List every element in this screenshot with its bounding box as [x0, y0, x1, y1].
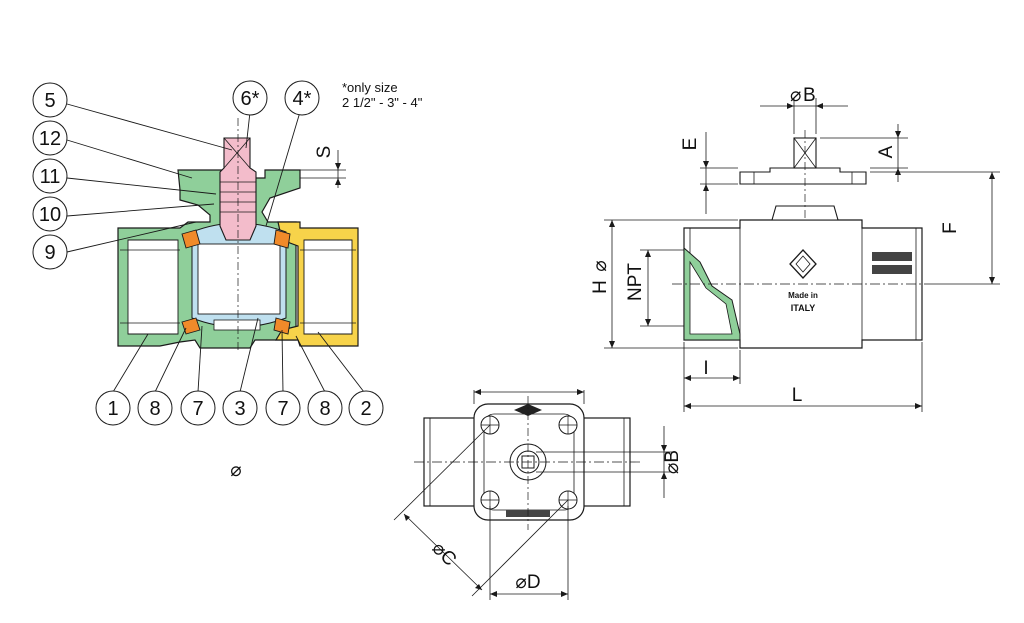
- dim-B-side-letter: B: [662, 450, 683, 463]
- balloon-9: 9: [32, 234, 68, 270]
- svg-text:5: 5: [44, 90, 55, 112]
- insert-bore: [303, 239, 353, 335]
- dim-B-top: B: [803, 85, 816, 106]
- balloon-12: 12: [32, 120, 68, 156]
- svg-text:11: 11: [40, 166, 61, 188]
- logo-icon: [789, 249, 817, 279]
- svg-text:9: 9: [44, 242, 55, 264]
- note-line-2: 2 1/2" - 3" - 4": [342, 95, 423, 110]
- dim-B-side: ⌀B: [662, 450, 683, 474]
- dim-F: F: [940, 222, 961, 234]
- dim-L: L: [792, 385, 803, 406]
- balloon-8a: 8: [137, 390, 173, 426]
- balloon-10: 10: [32, 196, 68, 232]
- balloon-3: 3: [222, 390, 258, 426]
- svg-text:3: 3: [234, 398, 245, 420]
- side-view: Made in ITALY: [604, 98, 1000, 412]
- svg-text:4*: 4*: [293, 88, 312, 110]
- svg-text:7: 7: [277, 398, 288, 420]
- balloon-4: 4*: [284, 80, 320, 116]
- leaders: [66, 103, 365, 393]
- dim-D: ⌀D: [515, 572, 540, 593]
- balloon-6: 6*: [232, 80, 268, 116]
- svg-text:10: 10: [39, 204, 61, 226]
- svg-text:12: 12: [39, 128, 61, 150]
- balloon-5: 5: [32, 82, 68, 118]
- top-view: [393, 389, 672, 600]
- dim-E: E: [680, 138, 701, 151]
- svg-text:8: 8: [319, 398, 330, 420]
- dim-H: H: [590, 280, 611, 294]
- note-line-1: *only size: [342, 80, 398, 95]
- dim-NPT: NPT: [625, 263, 646, 301]
- svg-text:2: 2: [360, 398, 371, 420]
- dim-C: ⌀C: [428, 538, 461, 571]
- balloon-8b: 8: [307, 390, 343, 426]
- dim-H-diameter: ⌀: [590, 260, 611, 271]
- seat-left-top: [181, 229, 201, 249]
- dim-D-diameter: ⌀: [515, 572, 526, 593]
- dim-S: S: [314, 146, 335, 159]
- sectional-view: [117, 118, 359, 350]
- balloon-11: 11: [32, 158, 68, 194]
- svg-text:7: 7: [192, 398, 203, 420]
- dim-B-side-diameter: ⌀: [662, 463, 683, 474]
- dim-A: A: [876, 145, 897, 158]
- seat-right-bottom: [273, 317, 291, 335]
- dim-D-letter: D: [527, 572, 541, 593]
- diameter-symbol: ⌀: [230, 460, 241, 481]
- ball-bore: [197, 243, 281, 315]
- dim-B-top-diameter: ⌀: [790, 85, 801, 106]
- made-in-text: Made in: [788, 291, 818, 300]
- body-bore: [127, 239, 179, 335]
- svg-text:1: 1: [107, 398, 118, 420]
- side-flange: [739, 167, 867, 185]
- italy-text: ITALY: [791, 303, 816, 313]
- seat-right-top: [273, 229, 291, 249]
- balloon-7a: 7: [180, 390, 216, 426]
- balloon-1: 1: [95, 390, 131, 426]
- balloon-7b: 7: [265, 390, 301, 426]
- svg-text:6*: 6*: [241, 88, 260, 110]
- svg-text:8: 8: [149, 398, 160, 420]
- dim-I: I: [703, 358, 708, 379]
- balloon-2: 2: [348, 390, 384, 426]
